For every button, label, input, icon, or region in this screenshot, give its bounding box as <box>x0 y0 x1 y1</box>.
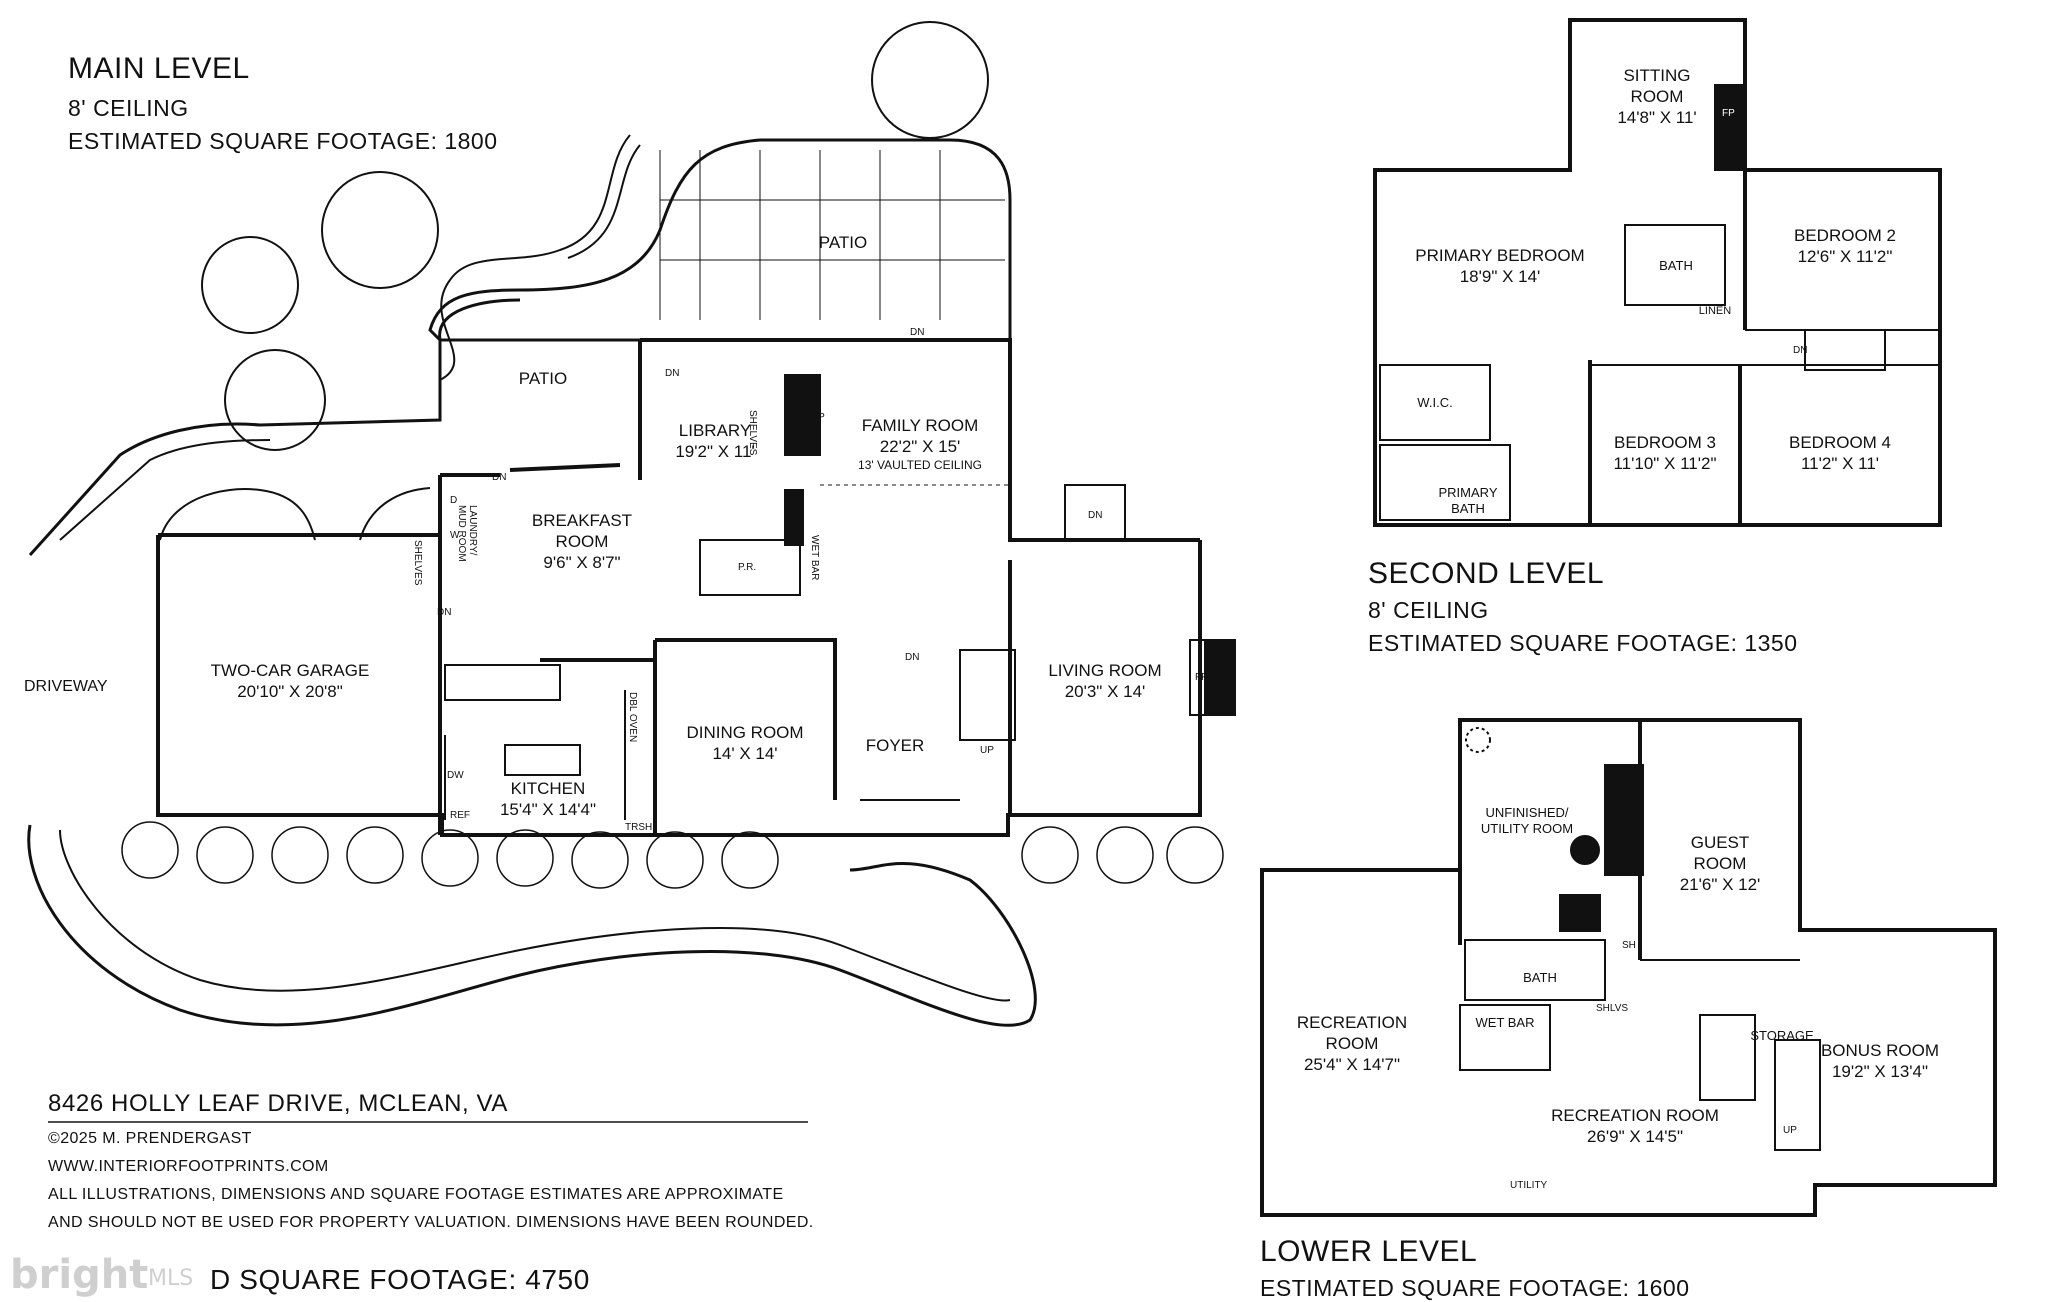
washer-label: W <box>450 530 460 541</box>
up-label: UP <box>980 745 994 756</box>
patio-outline <box>27 824 1037 1027</box>
website: WWW.INTERIORFOOTPRINTS.COM <box>48 1158 329 1175</box>
main-level-title: MAIN LEVEL <box>68 52 250 85</box>
patio-top-label: PATIO <box>818 233 868 252</box>
kitchen-island <box>504 744 581 776</box>
wall <box>1588 170 1747 525</box>
up-label: UP <box>1783 1125 1797 1136</box>
dryer-label: D <box>450 495 458 506</box>
trsh-label: TRSH <box>625 822 653 833</box>
wet-bar-label: WET BAR <box>809 535 820 581</box>
pr-room <box>699 539 801 596</box>
tree-icon <box>321 171 439 289</box>
bath-label: BATH <box>1659 258 1693 273</box>
copyright: ©2025 M. PRENDERGAST <box>48 1130 252 1147</box>
main-level-sqft: ESTIMATED SQUARE FOOTAGE: 1800 <box>68 128 498 154</box>
wic-label: W.I.C. <box>1417 395 1453 410</box>
lower-level-sqft: ESTIMATED SQUARE FOOTAGE: 1600 <box>1260 1275 1690 1301</box>
hedge <box>439 134 631 381</box>
foyer-label: FOYER <box>865 736 925 755</box>
dn-label: DN <box>1088 510 1103 521</box>
bright-mls-logo: bright <box>10 1252 149 1298</box>
dbl-oven-label: DBL OVEN <box>627 692 638 743</box>
second-level-sqft: ESTIMATED SQUARE FOOTAGE: 1350 <box>1368 630 1798 656</box>
stair <box>1064 484 1126 541</box>
storage-label: STORAGE <box>1750 1028 1814 1043</box>
powder-room-label: P.R. <box>738 562 757 573</box>
dn-label: DN <box>910 327 925 338</box>
wet-bar-label: WET BAR <box>1475 1015 1535 1030</box>
fp-label: FP <box>1195 672 1208 683</box>
dn-label: DN <box>1793 345 1808 356</box>
patio-outline <box>28 298 521 557</box>
total-sqft: D SQUARE FOOTAGE: 4750 <box>210 1264 590 1295</box>
mls-logo-text: MLS <box>148 1266 194 1291</box>
disclaimer-line-2: AND SHOULD NOT BE USED FOR PROPERTY VALU… <box>48 1214 814 1231</box>
tree-icon <box>201 236 299 334</box>
wall <box>156 535 1202 837</box>
dn-label: DN <box>492 472 507 483</box>
shelves-label: SHELVES <box>412 540 423 586</box>
main-level-ceiling: 8' CEILING <box>68 95 189 121</box>
dn-label: DN <box>437 607 452 618</box>
patio-left-label: PATIO <box>518 369 568 388</box>
address: 8426 HOLLY LEAF DRIVE, MCLEAN, VA <box>48 1090 508 1117</box>
driveway-label: DRIVEWAY <box>24 678 108 695</box>
dw-label: DW <box>447 770 464 781</box>
counter <box>444 664 561 701</box>
ref-label: REF <box>450 810 470 821</box>
stair <box>959 649 1016 741</box>
tree-icon <box>224 349 326 451</box>
wall <box>655 638 837 800</box>
shlvs-label: SHLVS <box>1596 1003 1629 1014</box>
second-level-ceiling: 8' CEILING <box>1368 597 1489 623</box>
linen-label: LINEN <box>1698 305 1732 317</box>
unfinished-room-label: UNFINISHED/UTILITY ROOM <box>1480 805 1574 836</box>
wall <box>1260 718 1997 1217</box>
patio-outline <box>428 138 1012 342</box>
fp-label: FP <box>812 412 825 423</box>
lower-level-title: LOWER LEVEL <box>1260 1235 1478 1268</box>
disclaimer-line-1: ALL ILLUSTRATIONS, DIMENSIONS AND SQUARE… <box>48 1186 784 1203</box>
second-level-title: SECOND LEVEL <box>1368 557 1605 590</box>
watermark-backdrop <box>0 1240 212 1302</box>
sh-label: SH <box>1622 940 1636 951</box>
dn-label: DN <box>665 368 680 379</box>
shelves-label: SHELVES <box>747 410 758 456</box>
wall <box>440 463 621 477</box>
tree-icon <box>871 21 989 139</box>
fp-label: FP <box>1722 108 1735 119</box>
utility-label: UTILITY <box>1510 1180 1548 1191</box>
dn-label: DN <box>905 652 920 663</box>
bath-label: BATH <box>1523 970 1557 985</box>
